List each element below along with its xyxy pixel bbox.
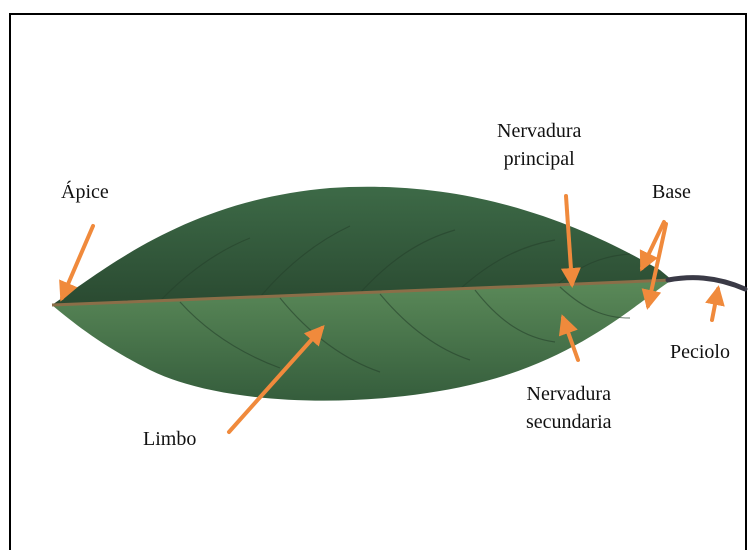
petiole-arrow — [712, 289, 718, 320]
main-vein-label-line1: Nervadura — [497, 117, 581, 145]
apex-label: Ápice — [61, 178, 109, 206]
base-label: Base — [652, 178, 691, 206]
blade-label: Limbo — [143, 425, 196, 453]
main-vein-label-line2: principal — [497, 145, 581, 173]
petiole-label: Peciolo — [670, 338, 730, 366]
petiole — [668, 278, 745, 289]
secondary-vein-label-line2: secundaria — [526, 408, 612, 436]
secondary-vein-label: Nervadura secundaria — [526, 380, 612, 436]
main-vein-label: Nervadura principal — [497, 117, 581, 173]
secondary-vein-label-line1: Nervadura — [526, 380, 612, 408]
